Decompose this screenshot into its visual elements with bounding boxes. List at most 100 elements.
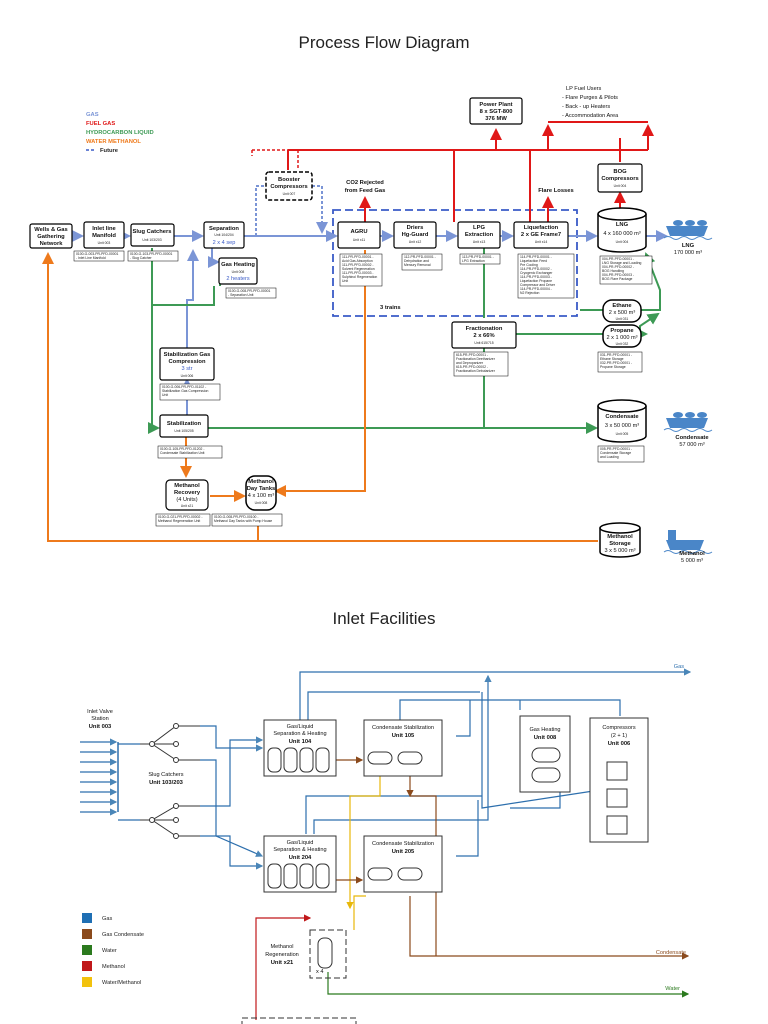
svg-text:Condensate: Condensate	[675, 435, 709, 441]
inlet-condensate-lines	[336, 756, 690, 960]
svg-text:Liquefaction: Liquefaction	[524, 225, 559, 231]
unit-liquefaction: Liquefaction 2 x GE Frame7 Unit x14	[513, 221, 569, 249]
svg-text:5 000 m³: 5 000 m³	[681, 558, 703, 564]
svg-text:Stabilization: Stabilization	[167, 421, 202, 427]
svg-text:Driers: Driers	[407, 225, 424, 231]
unit-power-plant: Power Plant 8 x SGT-800 376 MW	[469, 97, 523, 125]
water-methanol-lines	[42, 250, 598, 542]
svg-text:Ethane: Ethane	[612, 303, 632, 309]
unit-stabilization: Stabilization Unit 105/205	[159, 414, 209, 438]
lp-fuel-users-item: - Accommodation Area	[562, 113, 619, 119]
svg-text:376 MW: 376 MW	[485, 116, 507, 122]
legend-swatch	[82, 945, 92, 955]
svg-text:2 heaters: 2 heaters	[226, 276, 250, 282]
svg-text:111-PR-PFD-00001 -: 111-PR-PFD-00001 -	[342, 255, 374, 259]
svg-text:Unit 105: Unit 105	[392, 733, 415, 739]
svg-text:Methanol Regeneration Unit: Methanol Regeneration Unit	[158, 519, 200, 523]
svg-text:Separation: Separation	[209, 226, 239, 232]
lp-fuel-users-item: - Back - up Heaters	[562, 104, 610, 110]
unit-separation: Separation Unit 104/204 2 x 4 sep	[203, 221, 245, 249]
ethane-storage: Ethane 2 x 500 m³ Unit 031	[602, 299, 642, 323]
svg-text:Day Tanks: Day Tanks	[247, 486, 276, 492]
slug-catcher-symbol-bottom	[140, 803, 200, 839]
svg-text:Manifold: Manifold	[92, 233, 116, 239]
svg-text:Fractionation: Fractionation	[466, 326, 503, 332]
svg-text:Methanol: Methanol	[248, 479, 274, 485]
unit-booster-compressors: Booster Compressors Unit 007	[265, 171, 313, 201]
legend-swatch	[82, 913, 92, 923]
svg-text:and Loading: and Loading	[600, 455, 619, 459]
unit-wells: Wells & Gas Gathering Network	[29, 223, 73, 249]
svg-text:Compressors: Compressors	[601, 176, 638, 182]
unit-inlet-manifold: Inlet line Manifold Unit 003	[83, 221, 125, 249]
co2-feed-gas-label: from Feed Gas	[345, 188, 386, 194]
svg-text:Compression: Compression	[168, 359, 206, 365]
svg-text:Unit 005: Unit 005	[616, 432, 629, 436]
svg-text:Methanol: Methanol	[174, 483, 200, 489]
svg-text:0100-G-103-PR-PFD-00001: 0100-G-103-PR-PFD-00001	[130, 252, 173, 256]
svg-text:Stabilization Gas Compression: Stabilization Gas Compression	[162, 389, 208, 393]
legend-water-methanol: WATER METHANOL	[86, 139, 141, 145]
svg-text:Gas Heating: Gas Heating	[221, 262, 255, 268]
svg-text:114-PR-PFD-00004 -: 114-PR-PFD-00004 -	[520, 287, 552, 291]
svg-text:BOG: BOG	[613, 169, 627, 175]
svg-text:111-PR-PFD-00002 -: 111-PR-PFD-00002 -	[342, 263, 374, 267]
unit-gas-heating: Gas Heating Unit 008 2 heaters	[218, 257, 258, 285]
svg-text:3 x 50 000 m³: 3 x 50 000 m³	[605, 423, 639, 429]
inlet-water-lines	[327, 972, 690, 998]
unit-compressors-006: Compressors (2 + 1) Unit 006	[589, 717, 649, 843]
svg-text:005-PR-PFD-00001 -: 005-PR-PFD-00001 -	[600, 447, 632, 451]
svg-text:0100-G-003-PR-PFD-00001: 0100-G-003-PR-PFD-00001	[76, 252, 119, 256]
condensate-storage-tank: Condensate 3 x 50 000 m³ Unit 005	[597, 399, 647, 443]
svg-text:Unit x21: Unit x21	[271, 960, 294, 966]
svg-text:and Depropanizer: and Depropanizer	[456, 361, 484, 365]
svg-text:Unit x14: Unit x14	[535, 240, 548, 244]
methanol-storage-tank: Methanol Storage 3 x 5 000 m³	[599, 522, 641, 558]
svg-text:- Inlet Line Manifold: - Inlet Line Manifold	[76, 256, 106, 260]
svg-text:Condensate Storage: Condensate Storage	[600, 451, 631, 455]
svg-text:Unit 004: Unit 004	[616, 240, 629, 244]
legend-label: Gas Condensate	[102, 932, 144, 938]
svg-text:Liquefaction Feed: Liquefaction Feed	[520, 259, 547, 263]
propane-storage: Propane 2 x 1 000 m³ Unit 032	[602, 324, 642, 348]
inlet-methanol-lines	[255, 914, 312, 1020]
svg-text:Unit x21: Unit x21	[181, 504, 194, 508]
unit-slug-catchers: Slug Catchers Unit 103/203	[130, 223, 175, 247]
svg-text:0100-G-021-PR-PFD-00002 -: 0100-G-021-PR-PFD-00002 -	[158, 515, 202, 519]
svg-text:Pre Cooling: Pre Cooling	[520, 263, 538, 267]
svg-text:Unit 104: Unit 104	[289, 739, 312, 745]
svg-text:Condensate Stabilization: Condensate Stabilization	[372, 725, 434, 731]
svg-text:N2 Rejection: N2 Rejection	[520, 291, 540, 295]
unit-methanol-recovery: Methanol Recovery (4 Units) Unit x21	[165, 479, 209, 511]
svg-text:Unit 204: Unit 204	[289, 855, 312, 861]
svg-text:Unit x11: Unit x11	[353, 238, 365, 242]
svg-text:Methanol: Methanol	[270, 944, 293, 950]
svg-text:57 000 m³: 57 000 m³	[679, 442, 704, 448]
inlet-manifold-lines	[80, 738, 140, 821]
svg-text:x 4: x 4	[316, 969, 323, 975]
legend-label: Water/Methanol	[102, 980, 141, 986]
svg-text:Unit 003: Unit 003	[98, 241, 111, 245]
svg-text:Fractionation Deethanizer: Fractionation Deethanizer	[456, 357, 496, 361]
svg-text:Fractionation Debutanizer: Fractionation Debutanizer	[456, 369, 496, 373]
slug-catcher-symbol-top	[140, 723, 200, 763]
svg-text:Unit 205: Unit 205	[392, 849, 415, 855]
legend-label: Gas	[102, 916, 112, 922]
unit-fractionation: Fractionation 2 x 66% Unit 615/715	[451, 321, 517, 349]
legend-swatch	[82, 977, 92, 987]
svg-text:Gathering: Gathering	[37, 234, 65, 240]
svg-text:Propane Storage: Propane Storage	[600, 365, 626, 369]
svg-text:Booster: Booster	[278, 177, 301, 183]
svg-text:Recovery: Recovery	[174, 490, 201, 496]
svg-text:Regeneration: Regeneration	[265, 952, 299, 958]
svg-text:4 x 160 000 m³: 4 x 160 000 m³	[603, 231, 640, 237]
svg-text:Unit 103/203: Unit 103/203	[149, 780, 184, 786]
svg-text:2 x 500 m³: 2 x 500 m³	[609, 310, 636, 316]
gas-lines	[72, 185, 668, 415]
svg-text:Unit 006: Unit 006	[608, 741, 631, 747]
output-gas-label: Gas	[674, 664, 684, 670]
svg-text:(2 + 1): (2 + 1)	[611, 733, 627, 739]
process-flow-diagram: Process Flow Diagram GAS FUEL GAS HYDROC…	[29, 33, 713, 564]
svg-text:Unit: Unit	[342, 279, 348, 283]
svg-text:2 x 4 sep: 2 x 4 sep	[213, 240, 236, 246]
